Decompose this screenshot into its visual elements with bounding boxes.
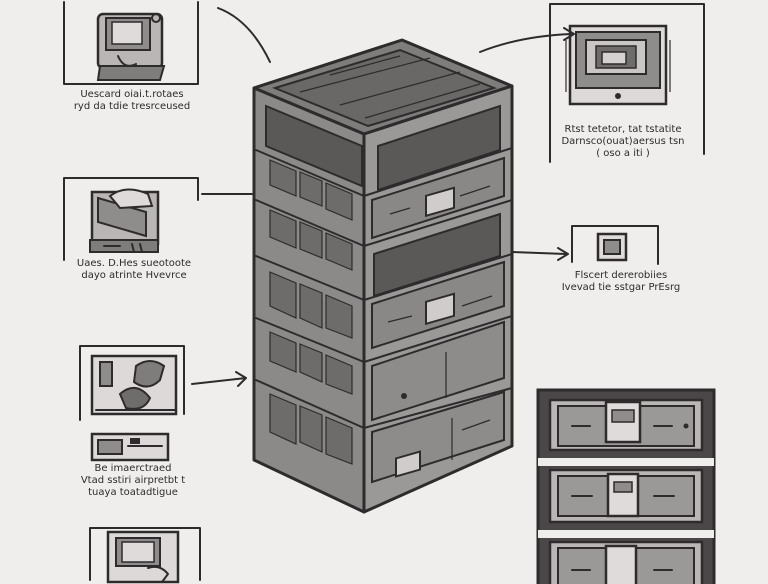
label-bottom-left: Be imaerctraed Vtad sstiri airpretbt t t… — [58, 463, 208, 499]
label-line: Uescard oiai.t.rotaes — [80, 89, 184, 100]
label-mid-left: Uaes. D.Hes sueotoote dayo atrinte Hvevr… — [64, 258, 204, 282]
label-line: ryd da tdie tresrceused — [73, 101, 191, 112]
media-drive-icon — [571, 225, 659, 265]
monitor-icon — [63, 1, 199, 85]
label-line: tuaya toatadtigue — [88, 487, 178, 498]
label-line: dayo atrinte Hvevrce — [81, 270, 187, 281]
computer-icon — [549, 3, 705, 163]
camera-icon — [79, 345, 185, 421]
label-line: Vtad sstiri airpretbt t — [80, 475, 186, 486]
server-tower-icon — [252, 38, 514, 514]
label-line: Uaes. D.Hes sueotoote — [76, 258, 192, 269]
connector-line — [217, 7, 271, 63]
label-line: ( oso a iti ) — [596, 148, 650, 159]
label-top-left: Uescard oiai.t.rotaes ryd da tdie tresrc… — [62, 89, 202, 113]
printer-icon — [63, 177, 199, 261]
label-mid-right: Flscert dererobiies Ivevad tie sstgar Pr… — [556, 270, 686, 294]
label-line: Be imaerctraed — [94, 463, 172, 474]
connector-arrow — [511, 247, 569, 261]
label-line: Rtst tetetor, tat tstatite — [564, 124, 682, 135]
media-drive-icon — [90, 432, 170, 462]
label-line: Darnsco(ouat)aersus tsn — [561, 136, 685, 147]
label-top-right: Rtst tetetor, tat tstatite Darnsco(ouat)… — [548, 124, 698, 160]
connector-arrow — [191, 371, 247, 387]
computer-icon — [89, 527, 201, 584]
label-line: Flscert dererobiies — [574, 270, 668, 281]
server-rack-icon — [536, 388, 716, 584]
label-line: Ivevad tie sstgar PrEsrg — [561, 282, 681, 293]
connector-arrow — [479, 27, 575, 53]
